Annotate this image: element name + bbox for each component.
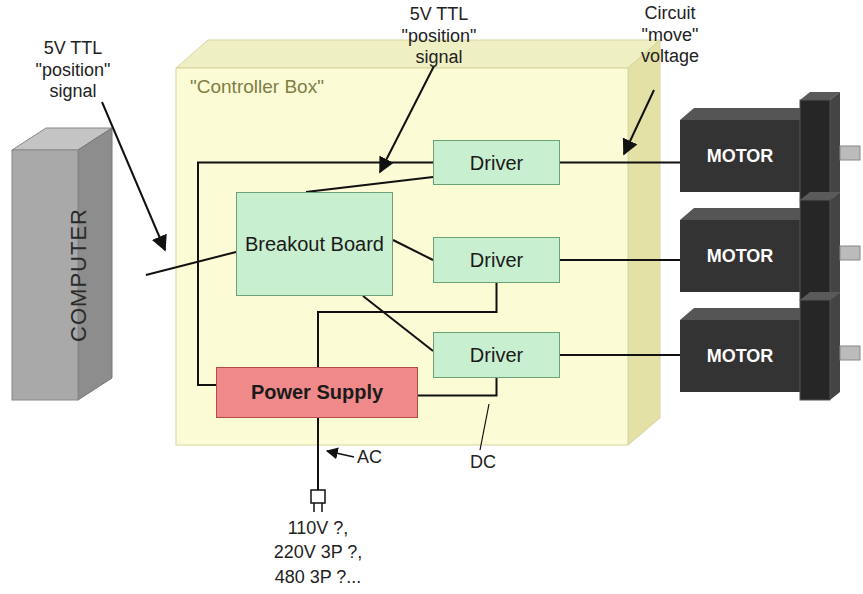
node-title: "Controller Box" bbox=[176, 68, 338, 106]
signal-label: 110V ?, 220V 3P ?, 480 3P ?... bbox=[266, 516, 370, 589]
controller-box-front bbox=[176, 68, 628, 445]
controller-box-side bbox=[628, 40, 660, 445]
wire-connector bbox=[363, 296, 433, 351]
motor-body bbox=[680, 120, 800, 192]
wire-connector bbox=[146, 252, 236, 275]
motor-box: MOTOR bbox=[680, 320, 800, 392]
controller-box: "Controller Box"DriverBreakout BoardDriv… bbox=[176, 68, 628, 445]
plug-prong bbox=[321, 503, 323, 512]
wire-connector bbox=[560, 162, 680, 164]
computer-box: COMPUTER bbox=[12, 150, 146, 400]
node-title: Driver bbox=[470, 150, 523, 176]
motor-top bbox=[680, 108, 806, 120]
leader-arrow bbox=[380, 66, 434, 172]
motor-flange bbox=[800, 300, 830, 400]
signal-label: Circuit "move" voltage bbox=[624, 3, 716, 68]
node-title: Driver bbox=[470, 342, 523, 368]
motor-figure bbox=[680, 92, 860, 200]
motor-shaft bbox=[840, 246, 860, 260]
motor-figure bbox=[680, 292, 860, 400]
motor-flange bbox=[800, 200, 830, 300]
signal-label: 5V TTL "position" signal bbox=[30, 38, 116, 103]
signal-label: DC bbox=[470, 452, 496, 474]
wire-connector bbox=[306, 177, 433, 192]
leader-arrow bbox=[327, 451, 354, 457]
motor-flange-side bbox=[830, 192, 840, 300]
wire-connector bbox=[198, 163, 433, 386]
breakout-board: Breakout Board bbox=[236, 192, 393, 296]
plug-body bbox=[311, 490, 325, 503]
motor-body bbox=[680, 320, 800, 392]
motor-flange-side bbox=[830, 292, 840, 400]
power-cord bbox=[317, 418, 319, 490]
power-supply: Power Supply bbox=[216, 367, 418, 418]
wire-connector bbox=[418, 378, 497, 396]
motor-box: MOTOR bbox=[680, 120, 800, 192]
node-title: COMPUTER bbox=[66, 208, 92, 342]
motor-flange-side bbox=[830, 92, 840, 200]
leader-arrow bbox=[102, 102, 165, 250]
node-title: MOTOR bbox=[707, 246, 774, 267]
motor-top bbox=[680, 308, 806, 320]
node-title: MOTOR bbox=[707, 146, 774, 167]
driver-box: Driver bbox=[433, 237, 560, 283]
wire-connector bbox=[393, 240, 433, 260]
motor-flange bbox=[800, 100, 830, 200]
motor-shaft bbox=[840, 346, 860, 360]
signal-label: AC bbox=[357, 447, 382, 469]
signal-label: 5V TTL "position" signal bbox=[393, 4, 485, 69]
driver-box: Driver bbox=[433, 140, 560, 185]
node-title: Breakout Board bbox=[245, 231, 384, 257]
leader-line bbox=[480, 404, 489, 450]
motor-body bbox=[680, 220, 800, 292]
wire-connector bbox=[560, 259, 680, 261]
node-title: Driver bbox=[470, 247, 523, 273]
node-title: MOTOR bbox=[707, 346, 774, 367]
leader-arrow bbox=[624, 90, 654, 154]
motor-figure bbox=[680, 192, 860, 300]
motor-shaft bbox=[840, 146, 860, 160]
plug-prong bbox=[313, 503, 315, 512]
wire-connector bbox=[560, 354, 680, 356]
node-title: Power Supply bbox=[251, 381, 383, 404]
motor-top bbox=[680, 208, 806, 220]
driver-box: Driver bbox=[433, 332, 560, 378]
motor-box: MOTOR bbox=[680, 220, 800, 292]
